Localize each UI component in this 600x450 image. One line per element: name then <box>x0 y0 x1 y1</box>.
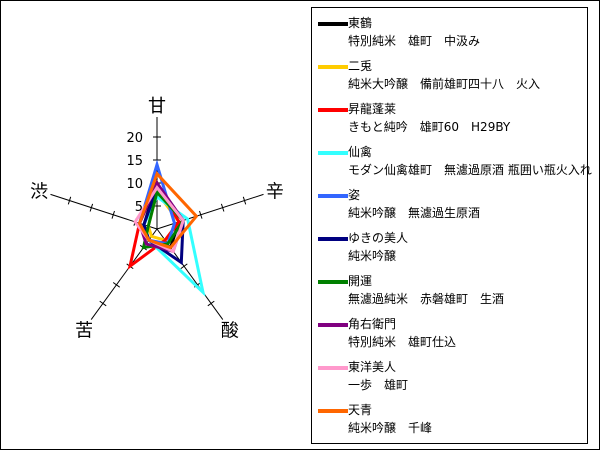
legend-item: 仙禽モダン仙禽雄町 無濾過原酒 瓶囲い瓶火入れ <box>312 145 592 185</box>
radial-tick-label-20: 20 <box>126 131 143 146</box>
axis-label-1: 辛 <box>266 182 284 203</box>
legend-series-subtitle: 無濾過純米 赤磐雄町 生酒 <box>348 292 505 306</box>
legend-series-subtitle: 純米大吟醸 備前雄町四十八 火入 <box>348 77 541 91</box>
legend-series-name: 東洋美人 <box>348 360 397 374</box>
radial-tick-label-10: 10 <box>126 177 143 192</box>
axis-tick-3-4 <box>99 300 107 307</box>
legend-series-subtitle: モダン仙禽雄町 無濾過原酒 瓶囲い瓶火入れ <box>348 163 592 177</box>
legend-series-subtitle: 特別純米 雄町 中汲み <box>348 34 481 48</box>
legend-series-name: 東鶴 <box>348 16 373 30</box>
radial-tick-label-5: 5 <box>135 200 143 215</box>
legend-item: 昇龍蓬莱きもと純吟 雄町60 H29BY <box>312 102 588 142</box>
legend-series-name: 仙禽 <box>348 145 373 159</box>
axis-tick-1-4 <box>242 196 247 205</box>
axis-tick-4-4 <box>67 196 72 205</box>
legend-swatch <box>318 65 348 69</box>
axis-tick-4-2 <box>111 210 115 219</box>
legend-series-subtitle: 純米吟醸 千峰 <box>348 421 433 435</box>
legend-series-name: 姿 <box>348 188 361 202</box>
axis-label-0: 甘 <box>148 96 166 117</box>
legend-swatch <box>318 409 348 413</box>
legend-series-name: 角右衛門 <box>348 317 397 331</box>
legend-item: 東洋美人一歩 雄町 <box>312 360 588 400</box>
axis-label-2: 酸 <box>221 320 239 341</box>
legend-item: 天青純米吟醸 千峰 <box>312 403 588 443</box>
legend-item: 角右衛門特別純米 雄町仕込 <box>312 317 588 357</box>
legend-item: 姿純米吟醸 無濾過生原酒 <box>312 188 588 228</box>
legend-swatch <box>318 366 348 370</box>
radial-tick-label-15: 15 <box>126 154 143 169</box>
legend-series-subtitle: 特別純米 雄町仕込 <box>348 335 457 349</box>
axis-tick-4-3 <box>89 203 94 212</box>
radar-plot: 甘辛酸 苦 渋 5 10 15 20 <box>30 96 284 341</box>
axis-tick-2-2 <box>180 263 188 270</box>
axis-tick-2-4 <box>207 300 215 307</box>
legend: 東鶴特別純米 雄町 中汲み二兎純米大吟醸 備前雄町四十八 火入昇龍蓬莱きもと純吟… <box>311 7 592 444</box>
legend-swatch <box>318 151 348 155</box>
axis-tick-1-2 <box>199 210 203 219</box>
legend-item: ゆきの美人純米吟醸 <box>312 231 588 271</box>
legend-series-name: 開運 <box>348 274 373 288</box>
legend-series-name: 二兎 <box>348 59 373 73</box>
legend-swatch <box>318 280 348 284</box>
legend-series-subtitle: きもと純吟 雄町60 H29BY <box>348 120 511 134</box>
legend-series-name: ゆきの美人 <box>348 231 409 245</box>
legend-series-name: 天青 <box>348 403 373 417</box>
legend-swatch <box>318 22 348 26</box>
legend-series-subtitle: 純米吟醸 無濾過生原酒 <box>348 206 481 220</box>
legend-series-name: 昇龍蓬莱 <box>348 102 397 116</box>
axis-tick-1-3 <box>220 203 225 212</box>
axis-tick-3-3 <box>112 282 120 288</box>
legend-item: 東鶴特別純米 雄町 中汲み <box>312 16 588 56</box>
legend-series-subtitle: 一歩 雄町 <box>348 378 409 392</box>
legend-swatch <box>318 108 348 112</box>
legend-swatch <box>318 194 348 198</box>
legend-swatch <box>318 237 348 241</box>
series-polygon-9 <box>137 170 199 250</box>
legend-item: 開運無濾過純米 赤磐雄町 生酒 <box>312 274 588 314</box>
legend-swatch <box>318 323 348 327</box>
legend-series-subtitle: 純米吟醸 <box>348 249 397 263</box>
axis-label-3: 苦 <box>75 320 93 341</box>
axis-label-4: 渋 <box>30 182 48 203</box>
legend-item: 二兎純米大吟醸 備前雄町四十八 火入 <box>312 59 588 99</box>
